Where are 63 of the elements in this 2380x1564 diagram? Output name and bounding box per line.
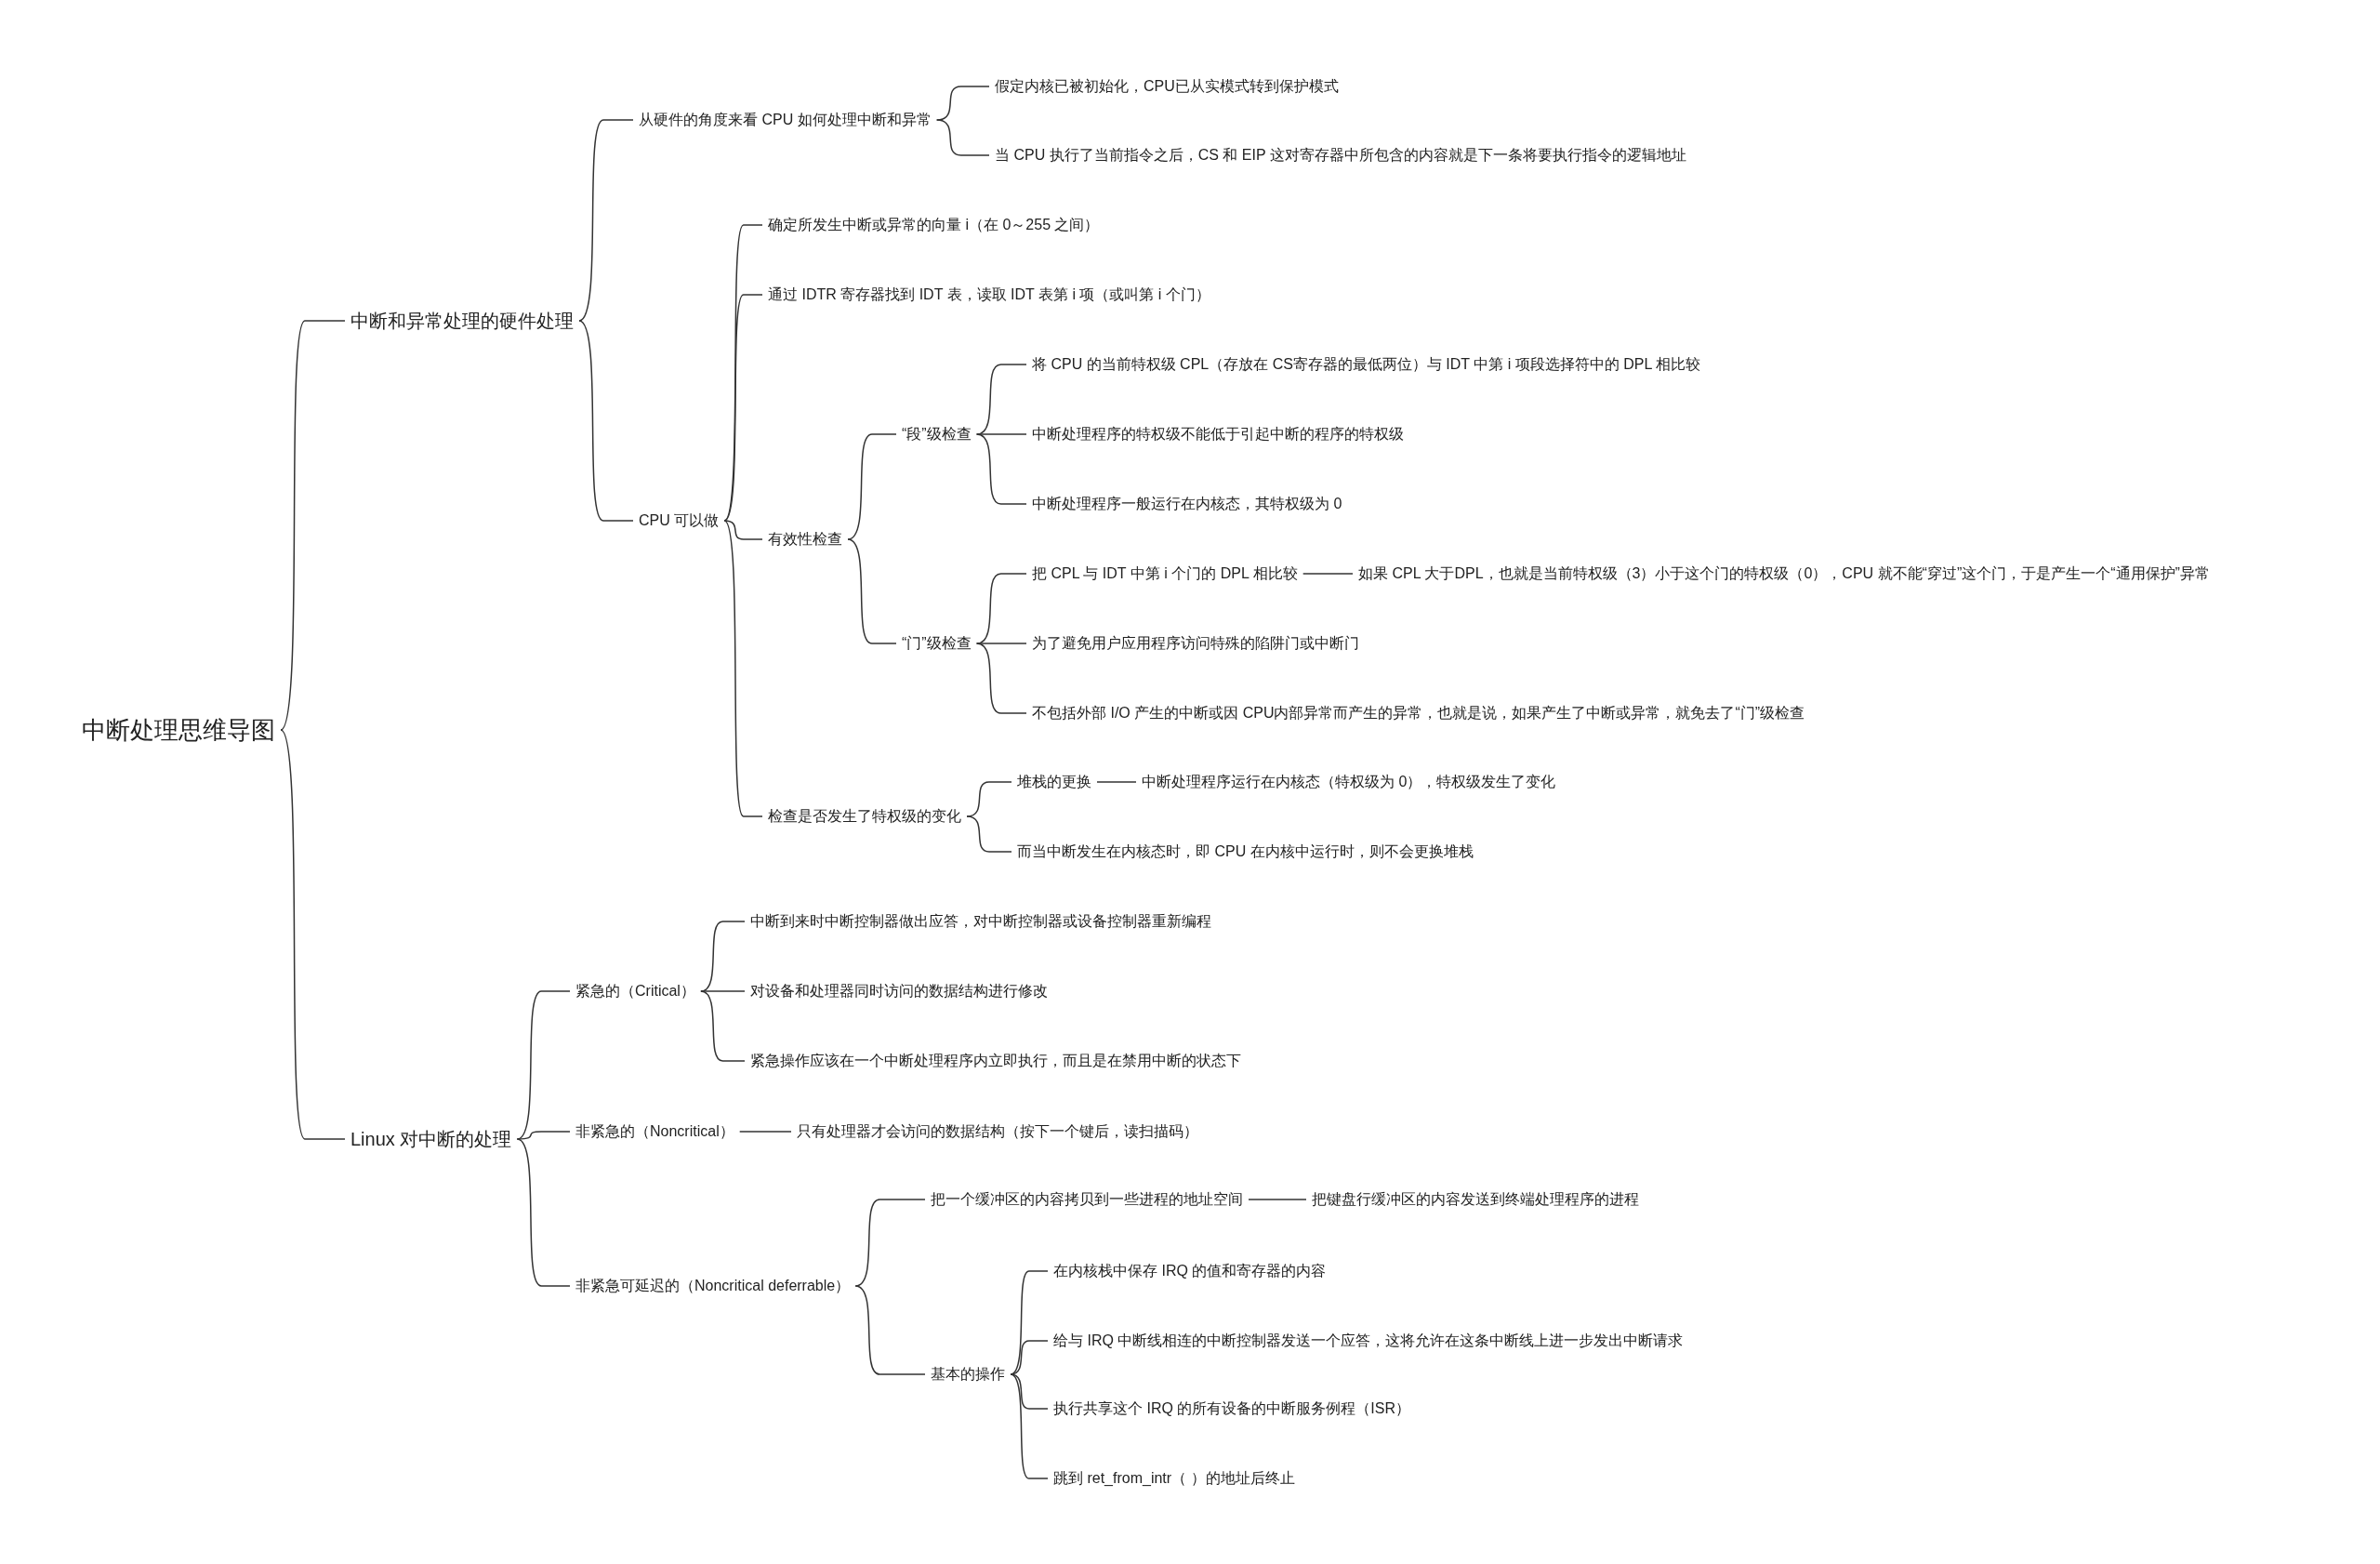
topic-label: 只有处理器才会访问的数据结构（按下一个键后，读扫描码）: [797, 1122, 1198, 1141]
connector-line: [966, 815, 1012, 853]
topic-label: 在内核栈中保存 IRQ 的值和寄存器的内容: [1053, 1262, 1327, 1280]
topic-label: 非紧急的（Noncritical）: [575, 1122, 734, 1141]
topic-label: 中断处理程序运行在内核态（特权级为 0），特权级发生了变化: [1142, 773, 1556, 791]
connector-line: [700, 990, 746, 992]
topic-label: 确定所发生中断或异常的向量 i（在 0～255 之间）: [768, 216, 1100, 234]
topic-label: 有效性检查: [768, 530, 842, 549]
topic-label: 假定内核已被初始化，CPU已从实模式转到保护模式: [995, 77, 1339, 96]
topic-label: 将 CPU 的当前特权级 CPL（存放在 CS寄存器的最低两位）与 IDT 中第 i 项段选择符中的 DPL 相比较: [1032, 355, 1701, 374]
topic-label: 中断到来时中断控制器做出应答，对中断控制器或设备控制器重新编程: [750, 912, 1211, 931]
connector-line: [723, 294, 763, 522]
topic-label: 不包括外部 I/O 产生的中断或因 CPU内部异常而产生的异常，也就是说，如果产生了中断或异常，就免去了“门”级检查: [1032, 704, 1805, 722]
topic-label: 紧急操作应该在一个中断处理程序内立即执行，而且是在禁用中断的状态下: [750, 1052, 1241, 1070]
connector-line: [975, 433, 1027, 505]
topic-label: 当 CPU 执行了当前指令之后，CS 和 EIP 这对寄存器中所包含的内容就是下一条将要执行指令的逻辑地址: [995, 146, 1686, 165]
connector-line: [738, 1131, 792, 1133]
topic-label: 把 CPL 与 IDT 中第 i 个门的 DPL 相比较: [1032, 564, 1298, 583]
topic-label: 堆栈的更换: [1017, 773, 1091, 791]
connector-line: [516, 1138, 571, 1287]
topic-label: 跳到 ret_from_intr（ ）的地址后终止: [1053, 1469, 1295, 1488]
connector-line: [723, 520, 763, 817]
topic-label: 检查是否发生了特权级的变化: [768, 807, 961, 826]
topic-label: 从硬件的角度来看 CPU 如何处理中断和异常: [639, 111, 932, 129]
topic-label: 把一个缓冲区的内容拷贝到一些进程的地址空间: [931, 1190, 1243, 1209]
connector-line: [280, 320, 346, 731]
connector-line: [280, 729, 346, 1140]
topic-label: “段”级检查: [902, 425, 972, 444]
connector-line: [1096, 781, 1137, 783]
connector-line: [578, 119, 634, 322]
topic-label: 执行共享这个 IRQ 的所有设备的中断服务例程（ISR）: [1053, 1399, 1410, 1418]
connector-line: [578, 320, 634, 522]
connector-line: [1010, 1340, 1049, 1375]
topic-label: 而当中断发生在内核态时，即 CPU 在内核中运行时，则不会更换堆栈: [1017, 842, 1474, 861]
connector-line: [847, 538, 897, 644]
topic-label: 如果 CPL 大于DPL，也就是当前特权级（3）小于这个门的特权级（0），CPU 就不能“穿过”这个门，于是产生一个“通用保护”异常: [1358, 564, 2210, 583]
topic-label: 中断处理程序一般运行在内核态，其特权级为 0: [1032, 495, 1342, 513]
topic-label: 把键盘行缓冲区的内容发送到终端处理程序的进程: [1312, 1190, 1639, 1209]
connector-line: [847, 433, 897, 540]
topic-label: 中断和异常处理的硬件处理: [350, 309, 574, 333]
topic-label: 紧急的（Critical）: [575, 982, 695, 1001]
connector-line: [966, 781, 1012, 817]
topic-label: 为了避免用户应用程序访问特殊的陷阱门或中断门: [1032, 634, 1359, 653]
topic-label: Linux 对中断的处理: [350, 1127, 512, 1151]
connector-line: [700, 990, 746, 1062]
topic-label: 非紧急可延迟的（Noncritical deferrable）: [575, 1277, 851, 1295]
topic-label: 通过 IDTR 寄存器找到 IDT 表，读取 IDT 表第 i 项（或叫第 i 个门）: [768, 285, 1210, 304]
connector-line: [935, 119, 990, 156]
connector-line: [1248, 1199, 1307, 1200]
connector-line: [1302, 573, 1354, 575]
topic-label: 基本的操作: [931, 1365, 1005, 1384]
topic-label: 中断处理思维导图: [82, 714, 275, 746]
connector-line: [723, 520, 763, 540]
connector-line: [723, 224, 763, 522]
topic-label: 对设备和处理器同时访问的数据结构进行修改: [750, 982, 1048, 1001]
topic-label: “门”级检查: [902, 634, 972, 653]
connector-line: [975, 643, 1027, 714]
topic-label: 中断处理程序的特权级不能低于引起中断的程序的特权级: [1032, 425, 1404, 444]
connector-line: [854, 1199, 926, 1287]
connector-line: [516, 1131, 571, 1140]
topic-label: CPU 可以做: [639, 511, 720, 530]
topic-label: 给与 IRQ 中断线相连的中断控制器发送一个应答，这将允许在这条中断线上进一步发出中断请求: [1053, 1332, 1684, 1350]
connector-line: [854, 1285, 926, 1375]
